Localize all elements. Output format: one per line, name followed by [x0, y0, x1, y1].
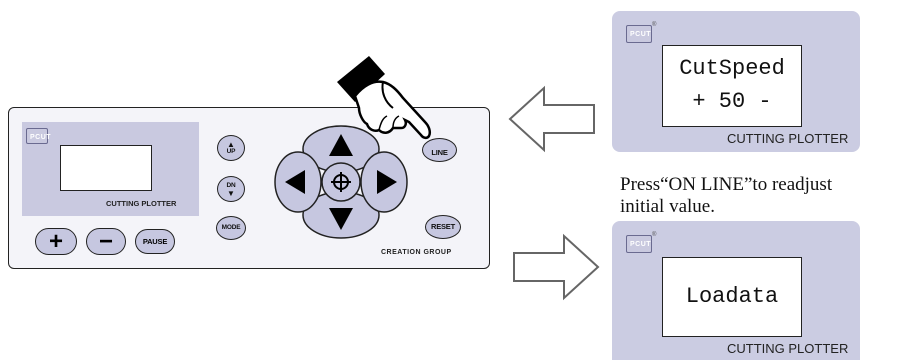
mode-button[interactable]: MODE [216, 216, 246, 240]
lcd-line-1: CutSpeed [663, 56, 801, 82]
panel-brand-caption: CUTTING PLOTTER [106, 199, 176, 208]
display-caption: CUTTING PLOTTER [727, 131, 848, 146]
right-hollow-arrow-icon [512, 232, 600, 302]
lcd-line-1: Loadata [663, 284, 801, 310]
loadata-lcd-screen: Loadata [662, 257, 802, 337]
instruction-line-1: Press“ON LINE”to readjust [620, 174, 901, 196]
left-hollow-arrow-icon [508, 84, 596, 154]
reset-button[interactable]: RESET [425, 215, 461, 239]
up-arrow-icon: ▲ [227, 141, 235, 148]
dpad-left-button[interactable] [275, 152, 321, 212]
pointing-hand-icon [333, 52, 449, 144]
dpad-origin-button[interactable] [322, 163, 360, 201]
display-caption: CUTTING PLOTTER [727, 341, 848, 356]
brand-logo-icon: PCUT [26, 128, 48, 144]
group-caption: CREATION GROUP [381, 249, 452, 256]
down-arrow-icon: ▼ [227, 190, 235, 197]
dn-button[interactable]: DN ▼ [217, 176, 245, 202]
brand-logo-icon: PCUT [626, 235, 652, 253]
panel-lcd-screen [60, 145, 152, 191]
instruction-note: Press“ON LINE”to readjust initial value. [620, 174, 901, 218]
minus-button[interactable]: − [86, 228, 126, 255]
panel-lcd-frame: PCUT CUTTING PLOTTER [22, 122, 199, 216]
plus-button[interactable]: + [35, 228, 77, 255]
pause-button[interactable]: PAUSE [135, 229, 175, 254]
brand-logo-icon: PCUT [626, 25, 652, 43]
loadata-display-panel: PCUT ® Loadata CUTTING PLOTTER [612, 221, 860, 360]
up-button[interactable]: ▲ UP [217, 135, 245, 161]
cutspeed-lcd-screen: CutSpeed + 50 - [662, 45, 802, 127]
cutspeed-display-panel: PCUT ® CutSpeed + 50 - CUTTING PLOTTER [612, 11, 860, 152]
lcd-line-2: + 50 - [663, 89, 801, 115]
dpad-right-button[interactable] [361, 152, 407, 212]
instruction-line-2: initial value. [620, 196, 901, 218]
